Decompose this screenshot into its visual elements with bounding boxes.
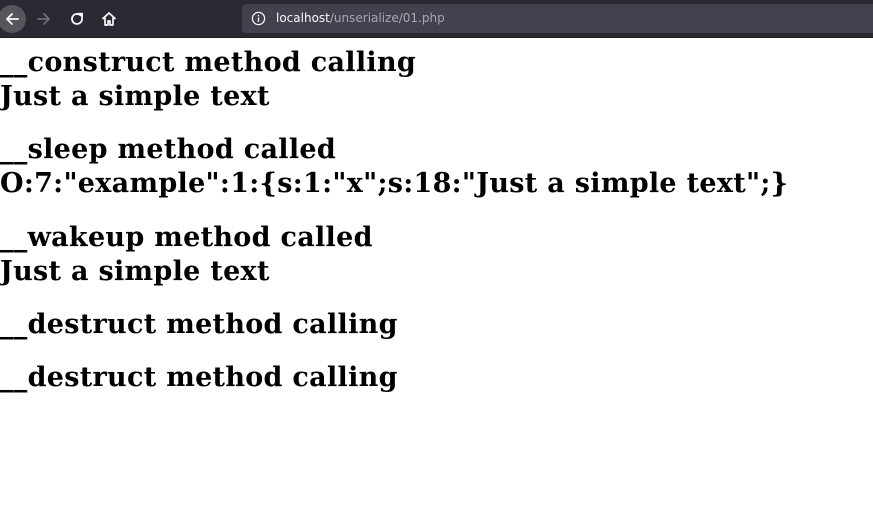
wakeup-message: __wakeup method called [0, 222, 373, 253]
text-output: Just a simple text [0, 81, 270, 112]
back-button[interactable] [0, 5, 26, 33]
url-host: localhost [276, 11, 330, 25]
home-icon [102, 12, 116, 26]
construct-message: __construct method calling [0, 47, 417, 78]
text-output: Just a simple text [0, 256, 270, 287]
reload-icon [71, 12, 84, 25]
destruct-message: __destruct method calling [0, 362, 398, 393]
destruct-message: __destruct method calling [0, 309, 398, 340]
sleep-message: __sleep method called [0, 134, 337, 165]
url-path: /unserialize/01.php [329, 11, 445, 25]
serialized-string: O:7:"example":1:{s:1:"x";s:18:"Just a si… [0, 168, 789, 199]
home-button[interactable] [95, 5, 123, 33]
info-circle-icon[interactable] [251, 11, 266, 26]
arrow-right-icon [37, 13, 50, 25]
reload-button[interactable] [63, 5, 91, 33]
arrow-left-icon [6, 13, 19, 25]
forward-button[interactable] [30, 5, 58, 33]
url-text[interactable]: localhost/unserialize/01.php [276, 10, 445, 26]
address-bar[interactable]: localhost/unserialize/01.php [242, 4, 873, 33]
browser-toolbar: localhost/unserialize/01.php [0, 0, 873, 38]
